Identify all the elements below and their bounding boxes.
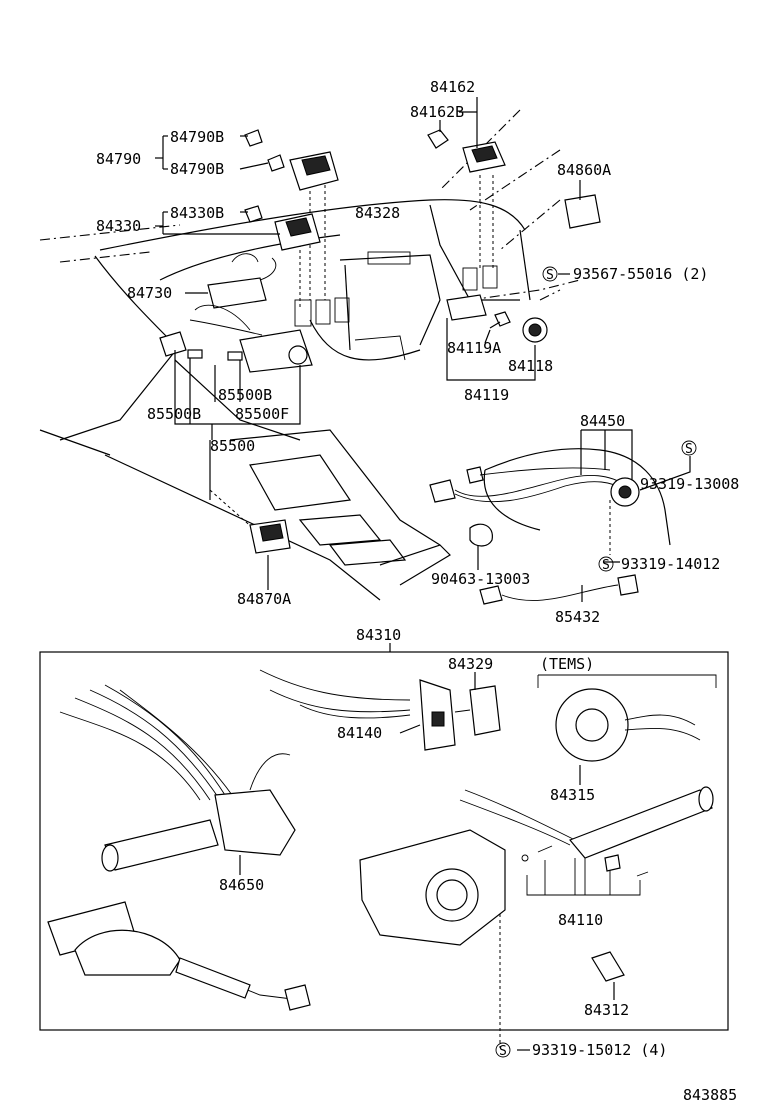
label-93319-13008: 93319-13008 xyxy=(640,475,739,493)
label-tems: (TEMS) xyxy=(540,655,594,673)
label-84790: 84790 xyxy=(96,150,141,168)
part-84315-spiral-cable xyxy=(555,688,701,762)
tems-bracket xyxy=(538,674,717,688)
part-84140-bracket xyxy=(259,669,456,751)
label-84162: 84162 xyxy=(430,78,475,96)
part-84790-switch xyxy=(289,151,339,191)
label-84315: 84315 xyxy=(550,786,595,804)
part-84110-wiper-switch xyxy=(459,786,714,896)
part-84330B-bulb xyxy=(244,205,263,223)
part-84730-switch xyxy=(207,253,277,309)
label-84310: 84310 xyxy=(356,626,401,644)
label-93319-14012: 93319-14012 xyxy=(621,555,720,573)
label-84110: 84110 xyxy=(558,911,603,929)
assembly-84310-box xyxy=(39,651,729,1031)
label-84790B-b: 84790B xyxy=(170,160,224,178)
part-84450-wire-harness xyxy=(429,466,640,507)
label-84790B-a: 84790B xyxy=(170,128,224,146)
label-84162B: 84162B xyxy=(410,103,464,121)
label-84650: 84650 xyxy=(219,876,264,894)
label-84312: 84312 xyxy=(584,1001,629,1019)
label-85500F: 85500F xyxy=(235,405,289,423)
label-84860A: 84860A xyxy=(557,161,611,179)
svg-text:S: S xyxy=(546,268,554,283)
label-84329: 84329 xyxy=(448,655,493,673)
s-mark-93319-14012: S xyxy=(598,556,614,573)
part-90463-clip xyxy=(469,523,493,547)
label-93567-55016: 93567-55016 (2) xyxy=(573,265,708,283)
part-84650-combination-switch xyxy=(59,684,296,872)
s-mark-93567: S xyxy=(542,266,558,283)
part-column-cover xyxy=(47,901,311,1011)
label-84119A: 84119A xyxy=(447,339,501,357)
label-84870A: 84870A xyxy=(237,590,291,608)
label-84330: 84330 xyxy=(96,217,141,235)
label-90463-13003: 90463-13003 xyxy=(431,570,530,588)
part-steering-column-housing xyxy=(359,829,506,946)
label-84330B: 84330B xyxy=(170,204,224,222)
label-85500B-b: 85500B xyxy=(147,405,201,423)
label-84119: 84119 xyxy=(464,386,509,404)
s-mark-93319-15012: S xyxy=(495,1042,511,1059)
label-84328: 84328 xyxy=(355,204,400,222)
label-85500B-a: 85500B xyxy=(218,386,272,404)
part-84329-switch xyxy=(454,685,501,736)
part-85432-wire xyxy=(479,574,639,605)
svg-text:S: S xyxy=(685,442,693,457)
diagram-number: 843885 xyxy=(683,1086,737,1104)
s-mark-93319-13008: S xyxy=(681,440,697,457)
label-84140: 84140 xyxy=(337,724,382,742)
svg-text:S: S xyxy=(602,558,610,573)
part-84330-switch xyxy=(274,213,321,251)
part-84790B-bulbs xyxy=(244,129,285,172)
label-85432: 85432 xyxy=(555,608,600,626)
leader-lines xyxy=(209,175,611,1048)
label-84730: 84730 xyxy=(127,284,172,302)
part-84118-knob xyxy=(522,317,548,343)
part-84312-screw xyxy=(591,951,625,982)
label-85500: 85500 xyxy=(210,437,255,455)
label-84118: 84118 xyxy=(508,357,553,375)
label-93319-15012: 93319-15012 (4) xyxy=(532,1041,667,1059)
svg-text:S: S xyxy=(499,1044,507,1059)
callout-brackets xyxy=(155,97,691,1051)
part-84870A-switch xyxy=(249,519,291,554)
dashboard-outline xyxy=(39,109,671,601)
part-84860A-switch xyxy=(564,194,601,229)
part-85500-lamp-assembly xyxy=(159,304,313,373)
part-84162B-bulb xyxy=(427,129,449,149)
part-84162-switch xyxy=(462,141,506,173)
label-84450: 84450 xyxy=(580,412,625,430)
